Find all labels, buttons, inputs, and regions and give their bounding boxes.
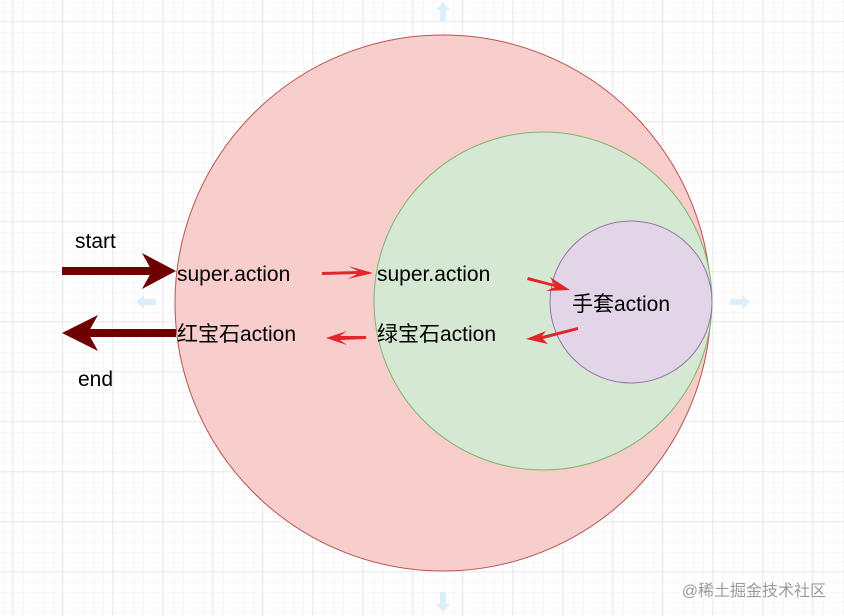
call-arrows xyxy=(322,266,578,345)
start-label: start xyxy=(75,230,116,253)
inner-glove-action-label: 手套action xyxy=(572,293,670,316)
arrow-middle-to-outer xyxy=(326,331,366,345)
arrow-outer-to-middle xyxy=(322,266,373,279)
end-label: end xyxy=(78,368,113,391)
arrow-middle-to-inner xyxy=(527,277,570,291)
watermark: @稀土掘金技术社区 xyxy=(682,582,826,600)
outer-super-action-label: super.action xyxy=(177,263,290,286)
outer-ruby-action-label: 红宝石action xyxy=(177,323,296,346)
start-arrow xyxy=(62,253,176,289)
middle-emerald-action-label: 绿宝石action xyxy=(377,323,496,346)
inner-circle xyxy=(549,220,713,384)
connection-hint-arrows xyxy=(136,2,750,612)
middle-super-action-label: super.action xyxy=(377,263,490,286)
end-arrow xyxy=(62,315,176,351)
arrow-inner-to-middle xyxy=(526,327,578,344)
